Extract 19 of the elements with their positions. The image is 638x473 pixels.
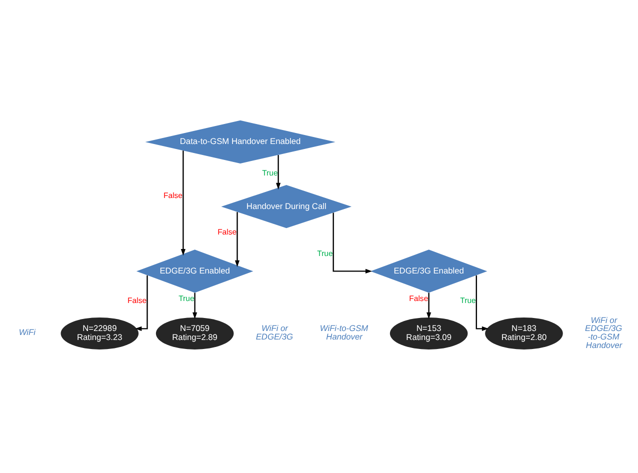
- node-label: WiFi-to-GSM Handover: [320, 323, 368, 342]
- node-diamond: EDGE/3G Enabled: [370, 250, 488, 293]
- arrow: [332, 212, 372, 274]
- node-diamond: Data-to-GSM Handover Enabled: [145, 120, 336, 164]
- arrow: [476, 275, 489, 331]
- node-ellipse: N=22989 Rating=3.23: [60, 317, 139, 350]
- node-label: WiFi or EDGE/3G -to-GSM Handover: [585, 314, 622, 350]
- arrow: [180, 150, 186, 256]
- node-ellipse: N=153 Rating=3.09: [390, 317, 468, 350]
- node-label: WiFi or EDGE/3G: [256, 323, 294, 342]
- node-diamond: Handover During Call: [221, 185, 352, 228]
- arrow: [234, 212, 240, 267]
- node-label: WiFi: [18, 327, 36, 338]
- arrow: [276, 155, 281, 190]
- node-ellipse: N=7059 Rating=2.89: [156, 317, 234, 350]
- arrow: [426, 292, 432, 319]
- arrow: [192, 292, 198, 320]
- node-ellipse: N=183 Rating=2.80: [485, 317, 563, 350]
- arrow: [135, 275, 148, 331]
